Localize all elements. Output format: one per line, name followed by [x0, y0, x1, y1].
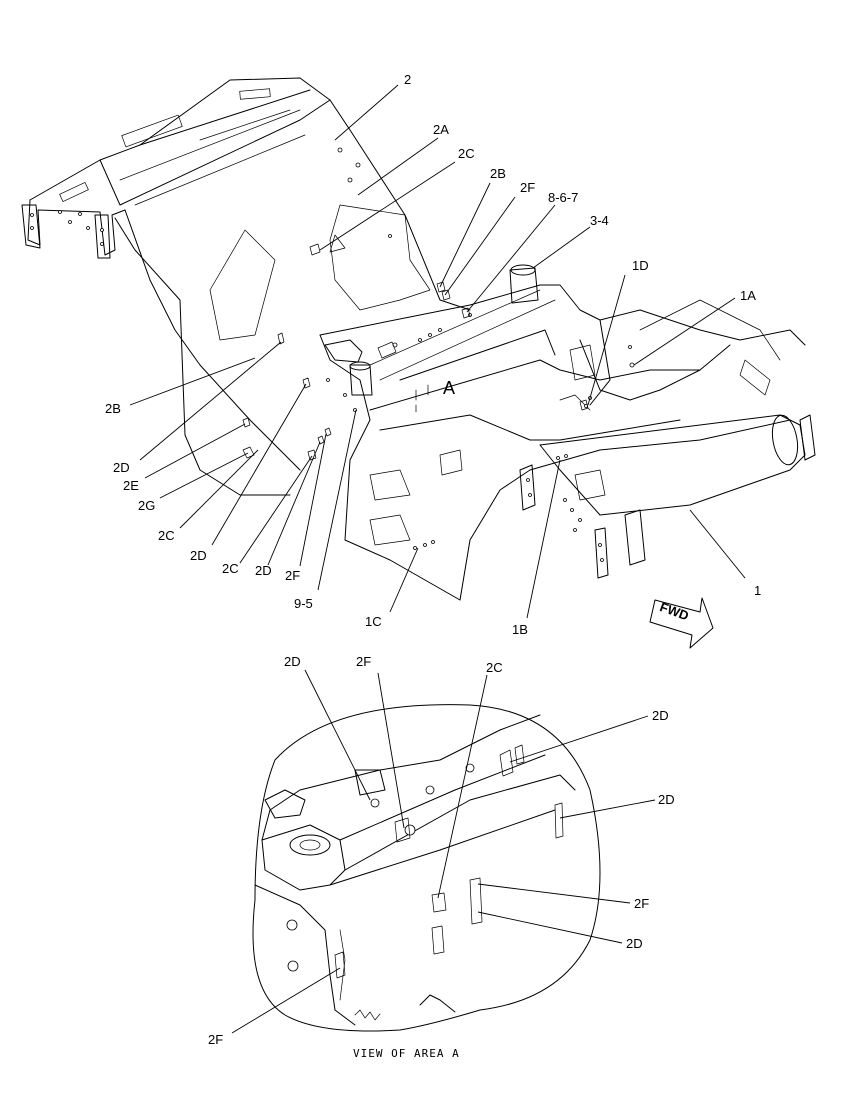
- detail-label-2d-right-2: 2D: [658, 792, 675, 807]
- label-2b-left: 2B: [105, 401, 121, 416]
- label-2f-bottom: 2F: [285, 568, 300, 583]
- detail-label-2c-top: 2C: [486, 660, 503, 675]
- label-1: 1: [754, 583, 761, 598]
- label-2g: 2G: [138, 498, 155, 513]
- main-leader-lines: [129, 84, 746, 619]
- label-2f-top: 2F: [520, 180, 535, 195]
- fwd-arrow-icon: FWD: [649, 597, 714, 649]
- area-a-marker: A: [443, 378, 455, 398]
- label-2d-bottom-2: 2D: [255, 563, 272, 578]
- detail-leader-lines: [231, 669, 656, 1034]
- detail-label-2d-right-3: 2D: [626, 936, 643, 951]
- label-2c-top: 2C: [458, 146, 475, 161]
- detail-caption: VIEW OF AREA A: [353, 1047, 460, 1060]
- label-2d-bottom-1: 2D: [190, 548, 207, 563]
- label-2e: 2E: [123, 478, 139, 493]
- detail-label-2d-right-1: 2D: [652, 708, 669, 723]
- label-2a: 2A: [433, 122, 449, 137]
- detail-label-2d-top-left: 2D: [284, 654, 301, 669]
- main-assembly-view: 2 2A 2C 2B 2F 8-6-7 3-4 1D 1A 2B 2D 2E 2…: [21, 72, 816, 649]
- label-9-5: 9-5: [294, 596, 313, 611]
- label-2d-left: 2D: [113, 460, 130, 475]
- front-frame-drawing: [319, 264, 816, 601]
- fwd-label: FWD: [658, 599, 691, 623]
- label-2: 2: [404, 72, 411, 87]
- label-2c-bottom: 2C: [222, 561, 239, 576]
- detail-labels: 2D 2F 2C 2D 2D 2F 2D 2F: [208, 654, 675, 1047]
- label-3-4: 3-4: [590, 213, 609, 228]
- label-1d: 1D: [632, 258, 649, 273]
- main-labels: 2 2A 2C 2B 2F 8-6-7 3-4 1D 1A 2B 2D 2E 2…: [105, 72, 761, 637]
- label-8-6-7: 8-6-7: [548, 190, 578, 205]
- detail-label-2f-right: 2F: [634, 896, 649, 911]
- small-parts: [242, 243, 589, 461]
- detail-view-area-a: 2D 2F 2C 2D 2D 2F 2D 2F VIEW OF AREA A: [208, 654, 675, 1060]
- label-1b: 1B: [512, 622, 528, 637]
- label-2c-left: 2C: [158, 528, 175, 543]
- label-1c: 1C: [365, 614, 382, 629]
- label-2b-top: 2B: [490, 166, 506, 181]
- detail-label-2f-top: 2F: [356, 654, 371, 669]
- rear-frame-drawing: [21, 77, 471, 496]
- label-1a: 1A: [740, 288, 756, 303]
- detail-label-2f-bottom-left: 2F: [208, 1032, 223, 1047]
